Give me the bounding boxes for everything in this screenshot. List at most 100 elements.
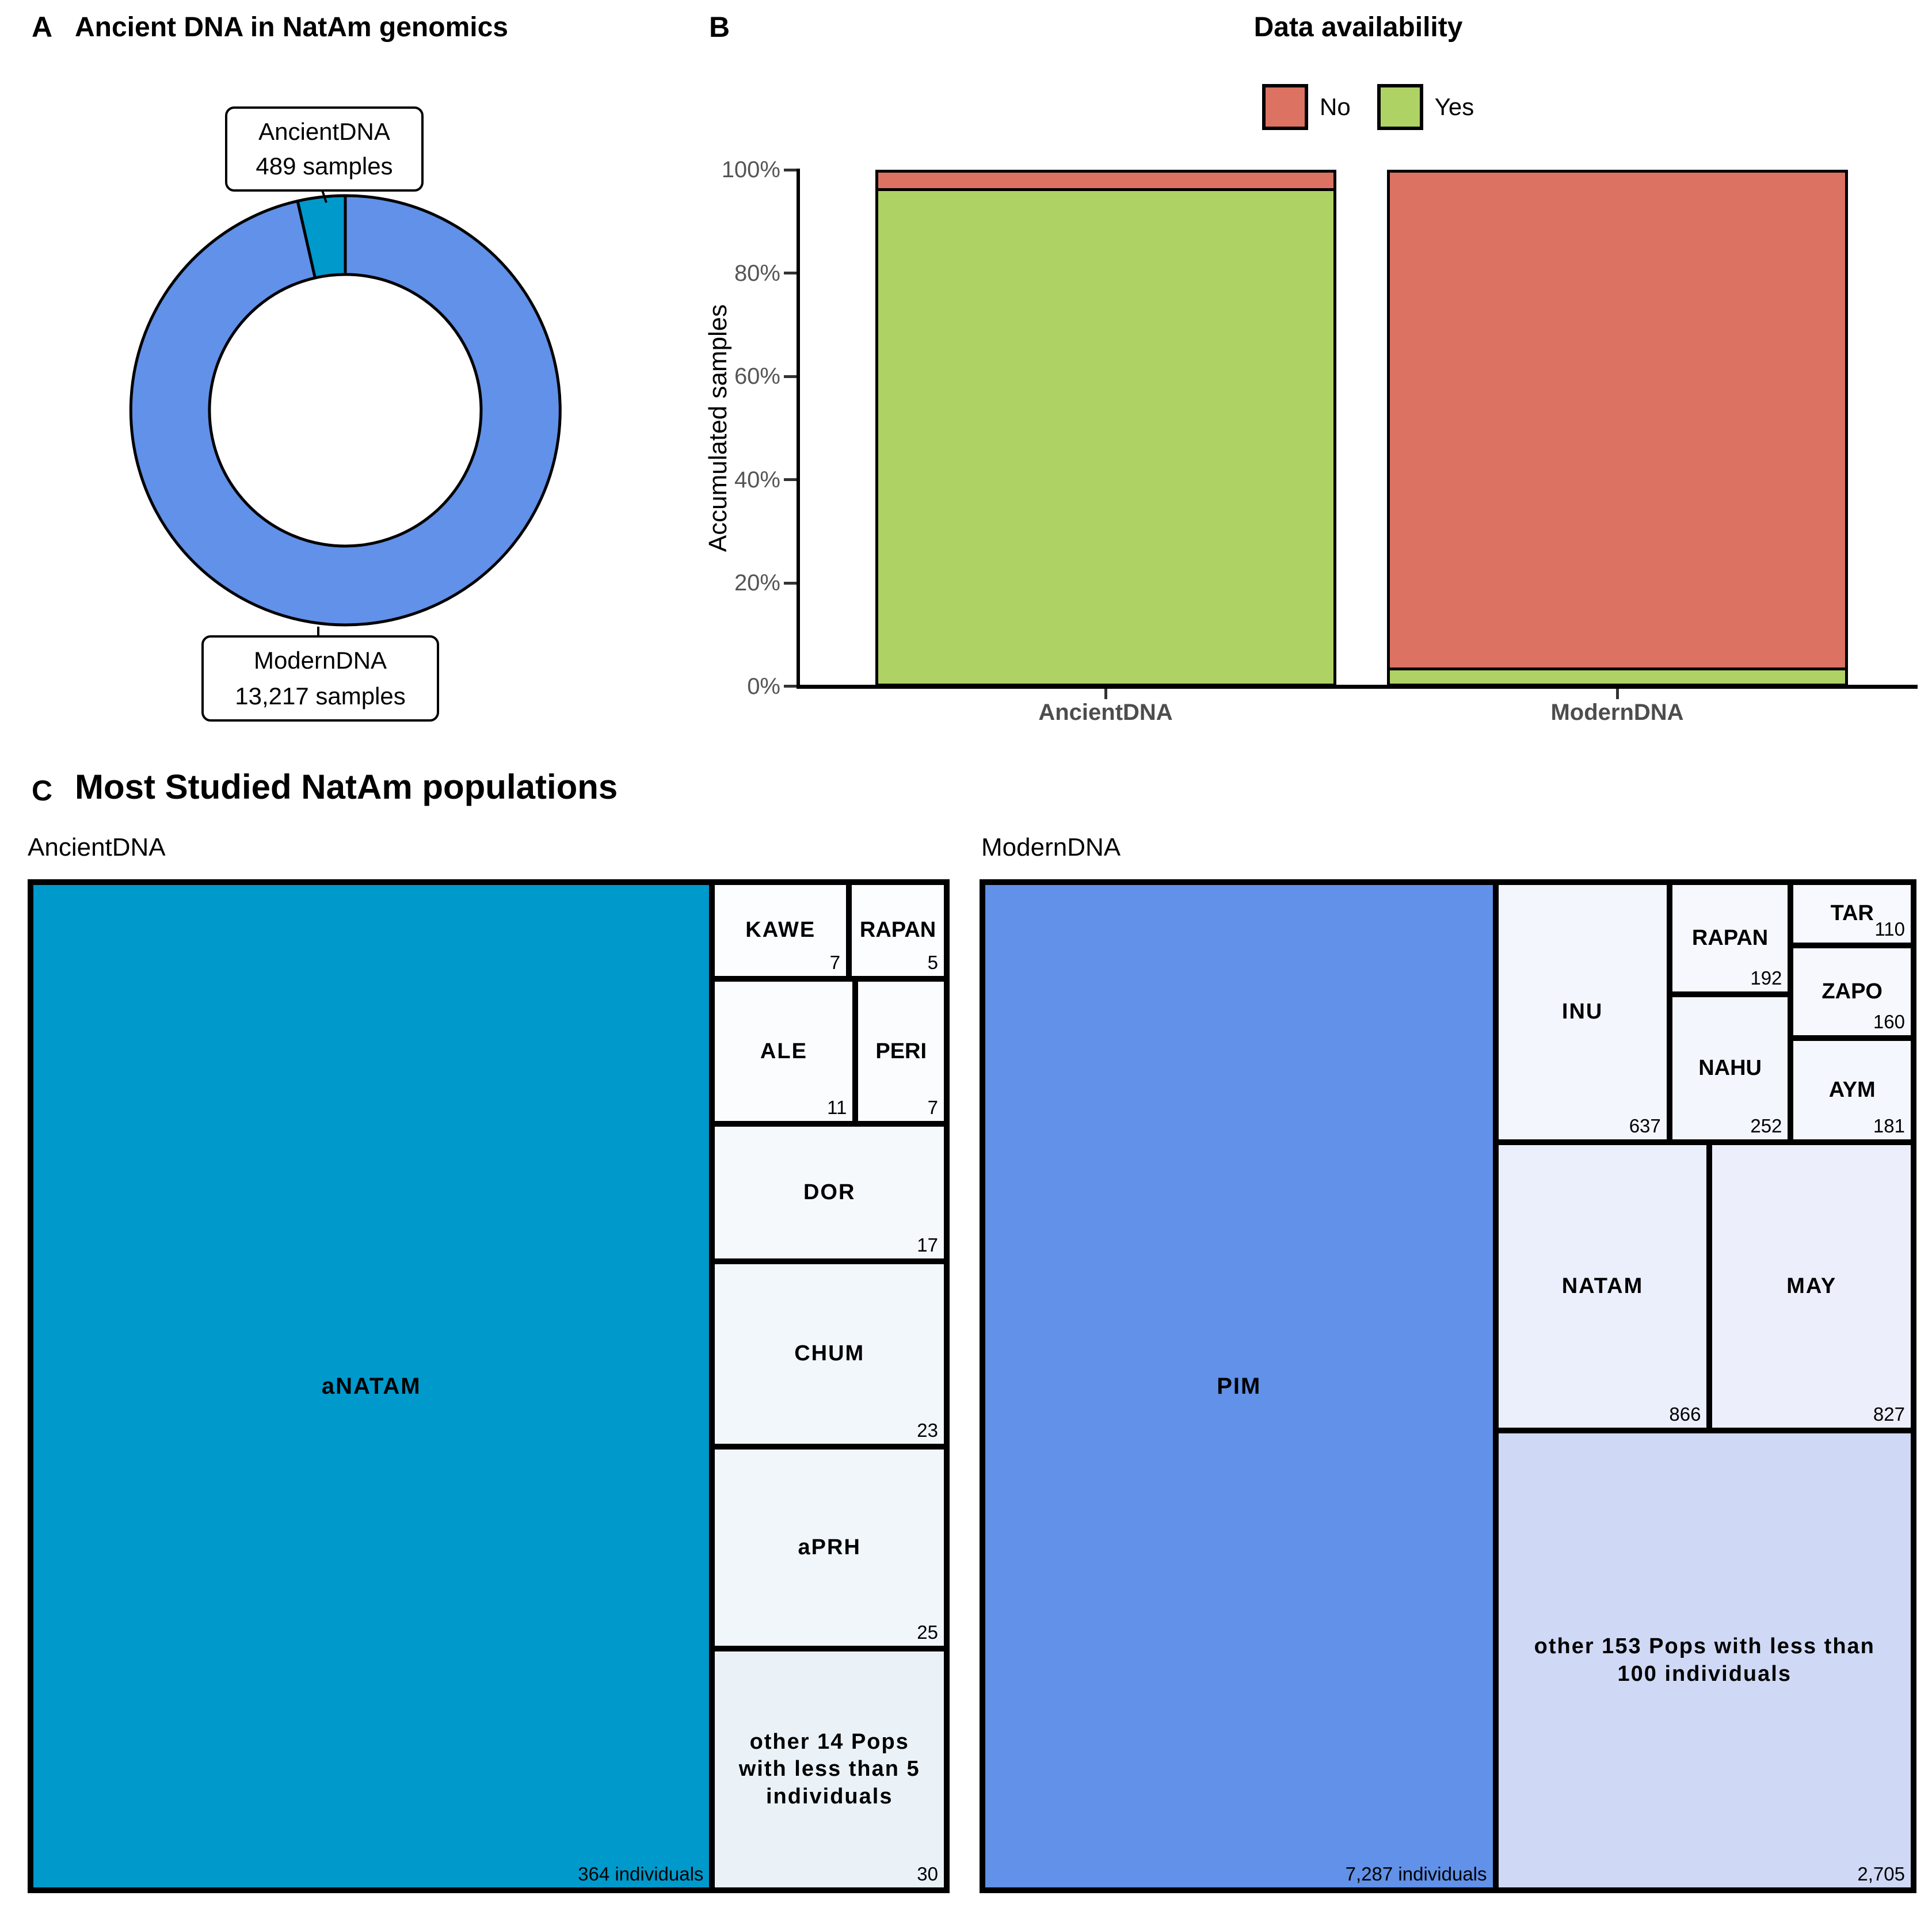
panel-c-label: C (32, 775, 53, 807)
treemap-cell-aym: AYM 181 (1790, 1037, 1914, 1142)
treemap-cell-may: MAY 827 (1709, 1142, 1914, 1431)
donut-slice-modern (129, 194, 562, 627)
cell-name: RAPAN (859, 918, 936, 943)
legend-label-no: No (1320, 93, 1351, 120)
callout-ancient-dna: AncientDNA 489 samples (225, 106, 424, 192)
cell-value: 160 (1873, 1010, 1905, 1032)
cell-value: 17 (917, 1234, 938, 1256)
cell-value: 252 (1750, 1115, 1782, 1136)
ytick-mark (784, 169, 797, 171)
bar-ancient-yes-segment (875, 188, 1336, 686)
ytick-mark (784, 582, 797, 585)
cell-name: INU (1561, 1000, 1603, 1024)
cell-value: 7 (927, 1097, 938, 1119)
panel-b-title: Data availability (1253, 12, 1463, 43)
callout-modern-dna: ModernDNA 13,217 samples (201, 635, 439, 722)
callout-modern-title: ModernDNA (253, 647, 387, 674)
x-axis-line (797, 685, 1918, 689)
cell-name: PIM (1217, 1374, 1262, 1399)
panel-b-label: B (709, 11, 730, 43)
treemap-ancient-subtitle: AncientDNA (28, 833, 166, 861)
cell-value: 866 (1669, 1403, 1701, 1425)
cell-name: KAWE (745, 918, 816, 943)
cell-name: DOR (803, 1180, 856, 1204)
callout-modern-count: 13,217 samples (235, 682, 406, 710)
cell-name: aNATAM (321, 1374, 421, 1399)
treemap-cell-anatam: aNATAM 364 individuals (31, 882, 712, 1890)
treemap-cell-peri: PERI 7 (855, 979, 947, 1124)
cell-value: 364 individuals (578, 1863, 704, 1885)
cell-name: aPRH (798, 1535, 861, 1559)
xcat-ancient-dna: AncientDNA (1038, 700, 1173, 725)
treemap-ancient: aNATAM 364 individuals KAWE 7 RAPAN 5 AL… (28, 879, 950, 1893)
treemap-cell-dor: DOR 17 (712, 1124, 947, 1261)
bar-modern-yes-segment (1387, 667, 1848, 686)
treemap-cell-zapo: ZAPO 160 (1790, 945, 1914, 1038)
callout-ancient-title: AncientDNA (258, 117, 390, 145)
cell-name: AYM (1828, 1077, 1876, 1102)
cell-value: 25 (917, 1621, 938, 1643)
treemap-cell-aprh: aPRH 25 (712, 1447, 947, 1649)
cell-value: 181 (1873, 1115, 1905, 1136)
cell-name: TAR (1830, 901, 1874, 926)
cell-value: 110 (1874, 918, 1905, 940)
cell-value: 637 (1629, 1115, 1661, 1137)
treemap-cell-nahu: NAHU 252 (1669, 994, 1791, 1142)
legend-swatch-no (1262, 84, 1308, 130)
panel-c-title: Most Studied NatAm populations (75, 768, 618, 806)
ytick-mark (784, 272, 797, 274)
cell-name: other 14 Pops with less than 5 individua… (738, 1729, 920, 1809)
xcat-modern-dna: ModernDNA (1550, 700, 1684, 725)
callout-ancient-count: 489 samples (256, 152, 393, 180)
ytick-100: 100% (721, 157, 780, 182)
ytick-20: 20% (734, 570, 780, 596)
cell-name: RAPAN (1691, 925, 1769, 950)
cell-value: 30 (917, 1863, 938, 1885)
treemap-cell-tar: TAR 110 (1790, 882, 1914, 946)
panel-a-title: Ancient DNA in NatAm genomics (75, 12, 508, 43)
legend-label-yes: Yes (1434, 93, 1474, 120)
cell-name: ZAPO (1822, 979, 1883, 1004)
ytick-80: 80% (734, 261, 780, 286)
cell-name: ALE (760, 1039, 807, 1063)
treemap-cell-rapan-ancient: RAPAN 5 (849, 882, 947, 979)
ytick-mark (784, 478, 797, 481)
ytick-0: 0% (747, 674, 780, 699)
cell-value: 7,287 individuals (1345, 1863, 1487, 1885)
cell-value: 23 (917, 1420, 938, 1441)
y-axis-title: Accumulated samples (704, 304, 732, 552)
cell-value: 192 (1750, 967, 1782, 989)
donut-chart (129, 185, 562, 636)
cell-name: MAY (1786, 1273, 1837, 1298)
treemap-cell-chum: CHUM 23 (712, 1261, 947, 1447)
treemap-cell-other-modern: other 153 Pops with less than 100 indivi… (1495, 1431, 1914, 1890)
ytick-60: 60% (734, 364, 780, 389)
cell-value: 7 (829, 952, 841, 974)
cell-value: 5 (927, 952, 938, 974)
cell-name: PERI (875, 1039, 927, 1063)
treemap-modern: PIM 7,287 individuals INU 637 RAPAN 192 … (980, 879, 1916, 1893)
ytick-mark (784, 375, 797, 378)
cell-name: CHUM (794, 1341, 865, 1366)
treemap-cell-pim: PIM 7,287 individuals (982, 882, 1496, 1890)
cell-value: 11 (827, 1097, 847, 1119)
treemap-cell-natam: NATAM 866 (1495, 1142, 1710, 1431)
xtick-mark-modern (1616, 689, 1619, 699)
treemap-cell-other-ancient: other 14 Pops with less than 5 individua… (712, 1648, 947, 1890)
panel-a-label: A (32, 11, 53, 43)
cell-value: 827 (1873, 1403, 1905, 1425)
legend: No Yes (1262, 84, 1474, 130)
cell-name: NAHU (1698, 1055, 1762, 1080)
xtick-mark-ancient (1104, 689, 1107, 699)
treemap-cell-inu: INU 637 (1495, 882, 1670, 1143)
cell-name: other 153 Pops with less than 100 indivi… (1534, 1634, 1875, 1686)
treemap-cell-ale: ALE 11 (712, 979, 856, 1124)
cell-value: 2,705 (1857, 1863, 1905, 1885)
cell-name: NATAM (1561, 1273, 1644, 1298)
ytick-mark (784, 685, 797, 688)
legend-swatch-yes (1377, 84, 1423, 130)
treemap-cell-rapan-modern: RAPAN 192 (1669, 882, 1791, 995)
treemap-modern-subtitle: ModernDNA (981, 833, 1121, 861)
bar-modern-no-segment (1387, 170, 1848, 670)
